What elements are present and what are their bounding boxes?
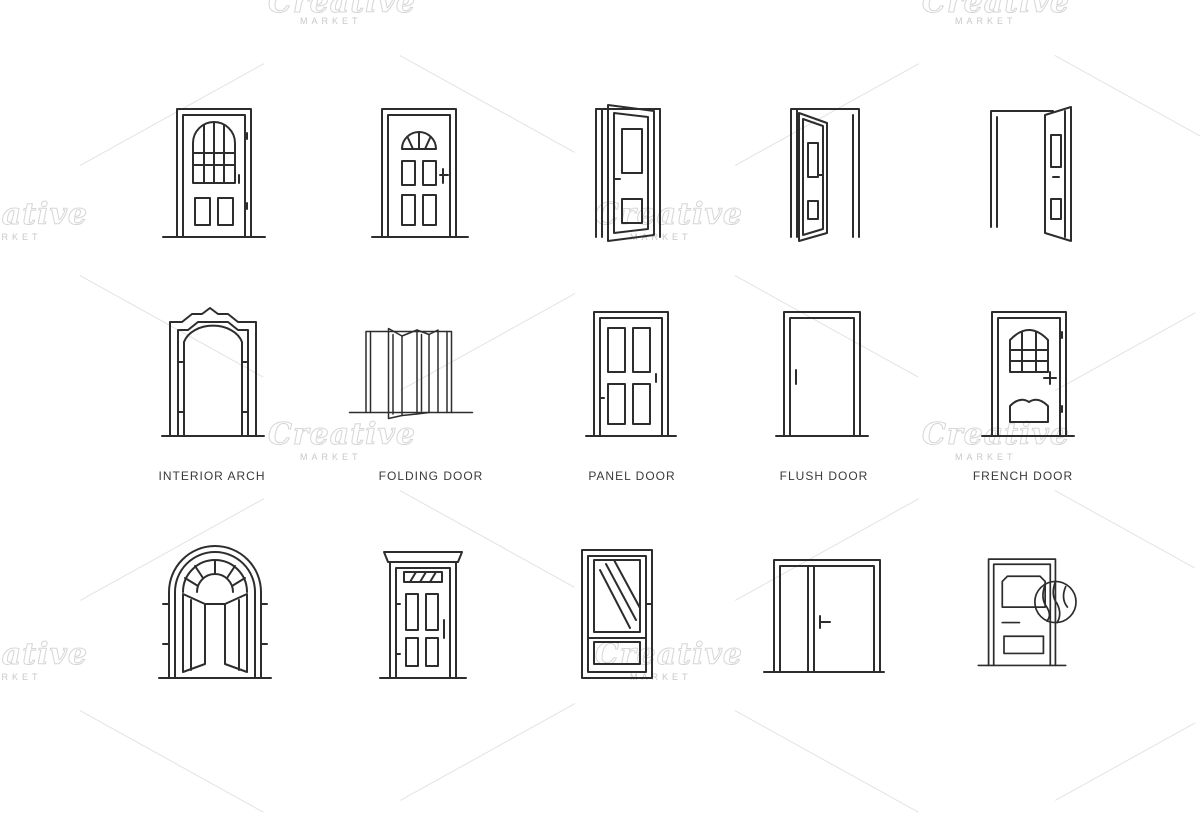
glass-door-icon [570,544,690,684]
wood-door-icon [968,544,1088,684]
transom-door-icon [370,544,490,684]
arched-glass-door-icon [155,103,275,243]
watermark-text: Creative [922,0,1070,20]
watermark-line [79,710,264,813]
watermark-subtext: MARKET [955,16,1017,26]
open-door-right-icon [975,103,1095,243]
flush-door-icon [762,302,882,442]
open-door-left-icon [580,103,700,243]
watermark-text: Creative [0,637,88,672]
french-door-icon [970,302,1090,442]
interior-arch-icon [152,302,272,442]
watermark-subtext: MARKET [300,452,362,462]
watermark-subtext: MARKET [0,672,42,682]
fanlight-door-icon [370,103,490,243]
label-interior-arch: INTERIOR ARCH [158,469,266,483]
watermark-text: Creative [268,0,416,20]
arched-double-door-icon [155,544,275,684]
watermark-line [734,710,919,813]
watermark-line [1055,722,1196,801]
double-door-icon [762,544,885,684]
watermark-line [400,703,576,801]
folding-door-icon [348,302,474,442]
panel-door-icon [572,302,692,442]
watermark-subtext: MARKET [955,452,1017,462]
label-french-door: FRENCH DOOR [972,469,1074,483]
label-folding-door: FOLDING DOOR [378,469,484,483]
label-panel-door: PANEL DOOR [588,469,676,483]
watermark-subtext: MARKET [300,16,362,26]
watermark-subtext: MARKET [0,232,42,242]
label-flush-door: FLUSH DOOR [779,469,869,483]
watermark-text: Creative [0,197,88,232]
open-door-inward-icon [775,103,895,243]
